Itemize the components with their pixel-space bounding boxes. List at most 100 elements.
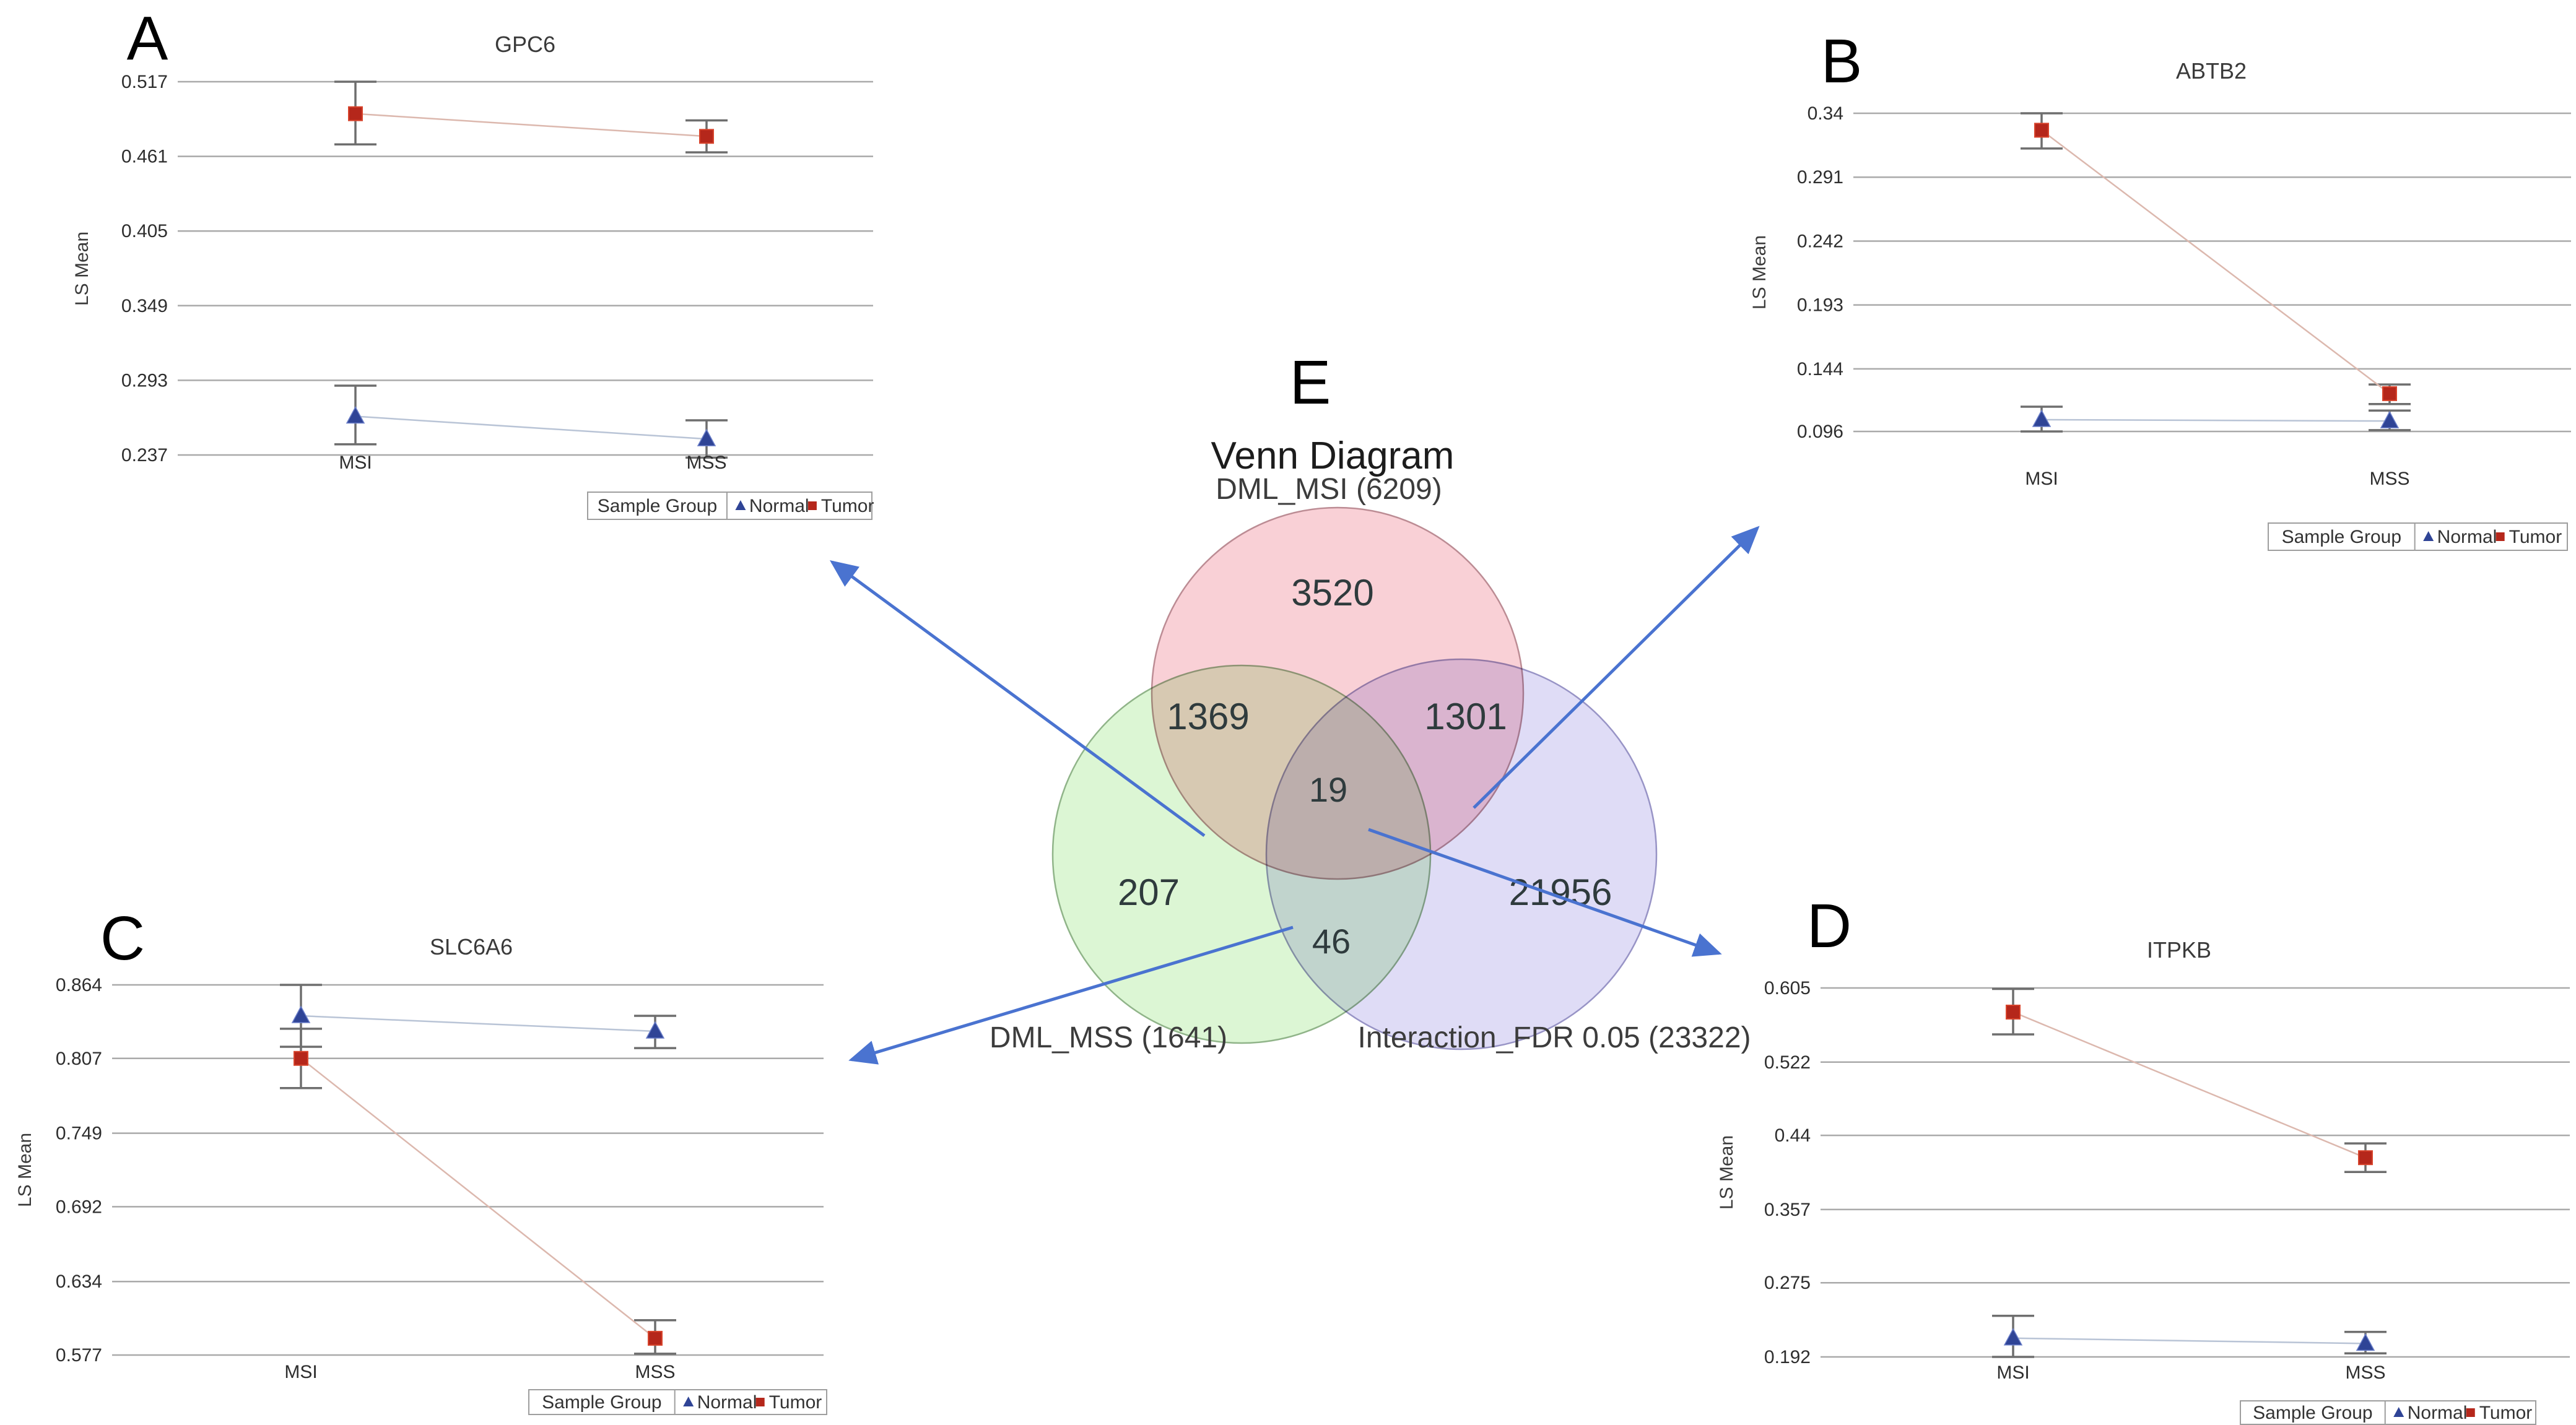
arrow-to-panel-a	[829, 560, 1206, 838]
arrow-to-panel-d	[1368, 828, 1722, 957]
marker-tumor	[294, 1050, 308, 1066]
marker-normal	[2032, 409, 2052, 427]
y-tick-label: 0.237	[121, 445, 168, 466]
venn-set-label-dml-mss: DML_MSS (1641)	[990, 1021, 1227, 1054]
legend-normal-triangle-icon	[2393, 1407, 2404, 1417]
marker-tumor	[348, 106, 363, 121]
marker-normal	[2380, 410, 2400, 428]
legend-label-normal: Normal	[2437, 527, 2497, 547]
arrows-overlay	[829, 526, 1760, 1065]
legend-tumor-square-icon	[2496, 532, 2505, 541]
category-label: MSS	[2345, 1362, 2385, 1383]
y-tick-label: 0.293	[121, 370, 168, 391]
panel-title: GPC6	[495, 32, 555, 57]
legend-tumor-square-icon	[2466, 1408, 2475, 1417]
trend-line-normal	[2012, 1337, 2366, 1345]
category-label: MSI	[284, 1362, 317, 1382]
legend-label-normal: Normal	[697, 1392, 757, 1413]
venn-count-mss-only: 207	[1118, 872, 1180, 913]
y-tick-label: 0.44	[1775, 1125, 1811, 1146]
category-label: MSS	[686, 453, 726, 473]
panel-letter: B	[1821, 27, 1863, 96]
arrow-to-panel-b	[1473, 526, 1760, 809]
marker-tumor	[699, 129, 714, 144]
trend-line-tumor	[2012, 1011, 2366, 1159]
legend-normal-triangle-icon	[2423, 531, 2434, 541]
y-tick-label: 0.517	[121, 72, 168, 92]
venn-count-msi-only: 3520	[1291, 572, 1373, 613]
y-tick-label: 0.291	[1797, 167, 1843, 188]
y-axis-label: LS Mean	[72, 232, 92, 306]
arrow-to-panel-c	[848, 925, 1294, 1065]
venn-set-label-interaction-fdr: Interaction_FDR 0.05 (23322)	[1357, 1021, 1751, 1054]
legend-tumor-square-icon	[807, 501, 817, 510]
marker-normal	[291, 1005, 311, 1023]
trend-line-tumor	[2041, 129, 2390, 394]
y-tick-label: 0.193	[1797, 295, 1843, 316]
panel-title: SLC6A6	[430, 934, 513, 959]
category-label: MSI	[339, 453, 372, 473]
legend-label-normal: Normal	[2408, 1403, 2468, 1423]
legend-box: Sample Group Normal Tumor	[2268, 522, 2568, 551]
y-tick-label: 0.807	[56, 1049, 102, 1069]
category-label: MSS	[635, 1362, 675, 1382]
legend-label-tumor: Tumor	[2479, 1403, 2533, 1423]
venn-title: Venn Diagram	[1211, 435, 1455, 477]
marker-tumor	[2358, 1150, 2373, 1166]
legend-title: Sample Group	[2253, 1403, 2372, 1423]
y-tick-label: 0.144	[1797, 359, 1843, 379]
legend-tumor-square-icon	[755, 1398, 765, 1406]
category-label: MSI	[2025, 469, 2058, 489]
venn-circles	[1051, 506, 1658, 1050]
marker-tumor	[2006, 1004, 2021, 1020]
legend-border	[2240, 1400, 2536, 1425]
y-tick-label: 0.34	[1808, 103, 1843, 124]
y-tick-label: 0.634	[56, 1271, 102, 1292]
y-tick-label: 0.242	[1797, 231, 1843, 251]
y-tick-label: 0.864	[56, 975, 102, 995]
legend-box: Sample Group Normal Tumor	[587, 492, 874, 520]
legend-normal-triangle-icon	[683, 1397, 694, 1406]
marker-normal	[346, 405, 365, 424]
category-label: MSS	[2369, 469, 2409, 489]
venn-circle-interaction-fdr	[1265, 658, 1658, 1050]
marker-tumor	[2034, 123, 2049, 138]
y-tick-label: 0.692	[56, 1197, 102, 1217]
marker-normal	[697, 428, 716, 446]
legend-label-tumor: Tumor	[769, 1392, 822, 1413]
legend-normal-triangle-icon	[735, 500, 746, 510]
legend-title: Sample Group	[598, 496, 717, 516]
category-label: MSI	[1996, 1362, 2029, 1383]
y-tick-label: 0.522	[1764, 1052, 1811, 1073]
legend-border	[2268, 522, 2568, 551]
legend-label-tumor: Tumor	[2509, 527, 2562, 547]
marker-tumor	[2382, 386, 2397, 401]
marker-normal	[2356, 1333, 2375, 1351]
legend-label-normal: Normal	[749, 496, 809, 516]
venn-set-label-dml-msi: DML_MSI (6209)	[1216, 473, 1442, 506]
panel-letter: E	[1290, 348, 1331, 417]
y-axis-label: LS Mean	[15, 1133, 35, 1207]
trend-line-normal	[300, 1015, 656, 1033]
panel-letter: D	[1807, 891, 1852, 961]
legend-label-tumor: Tumor	[821, 496, 874, 516]
y-tick-label: 0.349	[121, 296, 168, 316]
legend-title: Sample Group	[2282, 527, 2401, 547]
panel-letter: C	[100, 904, 145, 973]
marker-normal	[645, 1021, 665, 1039]
y-tick-label: 0.405	[121, 221, 168, 241]
legend-border	[528, 1389, 827, 1415]
marker-tumor	[648, 1330, 663, 1346]
y-tick-label: 0.096	[1797, 422, 1843, 442]
venn-count-mss-and-interaction: 46	[1312, 922, 1351, 961]
y-tick-label: 0.749	[56, 1124, 102, 1144]
legend-title: Sample Group	[542, 1392, 661, 1413]
trend-line-tumor	[300, 1057, 656, 1339]
legend-box: Sample Group Normal Tumor	[2240, 1400, 2536, 1425]
